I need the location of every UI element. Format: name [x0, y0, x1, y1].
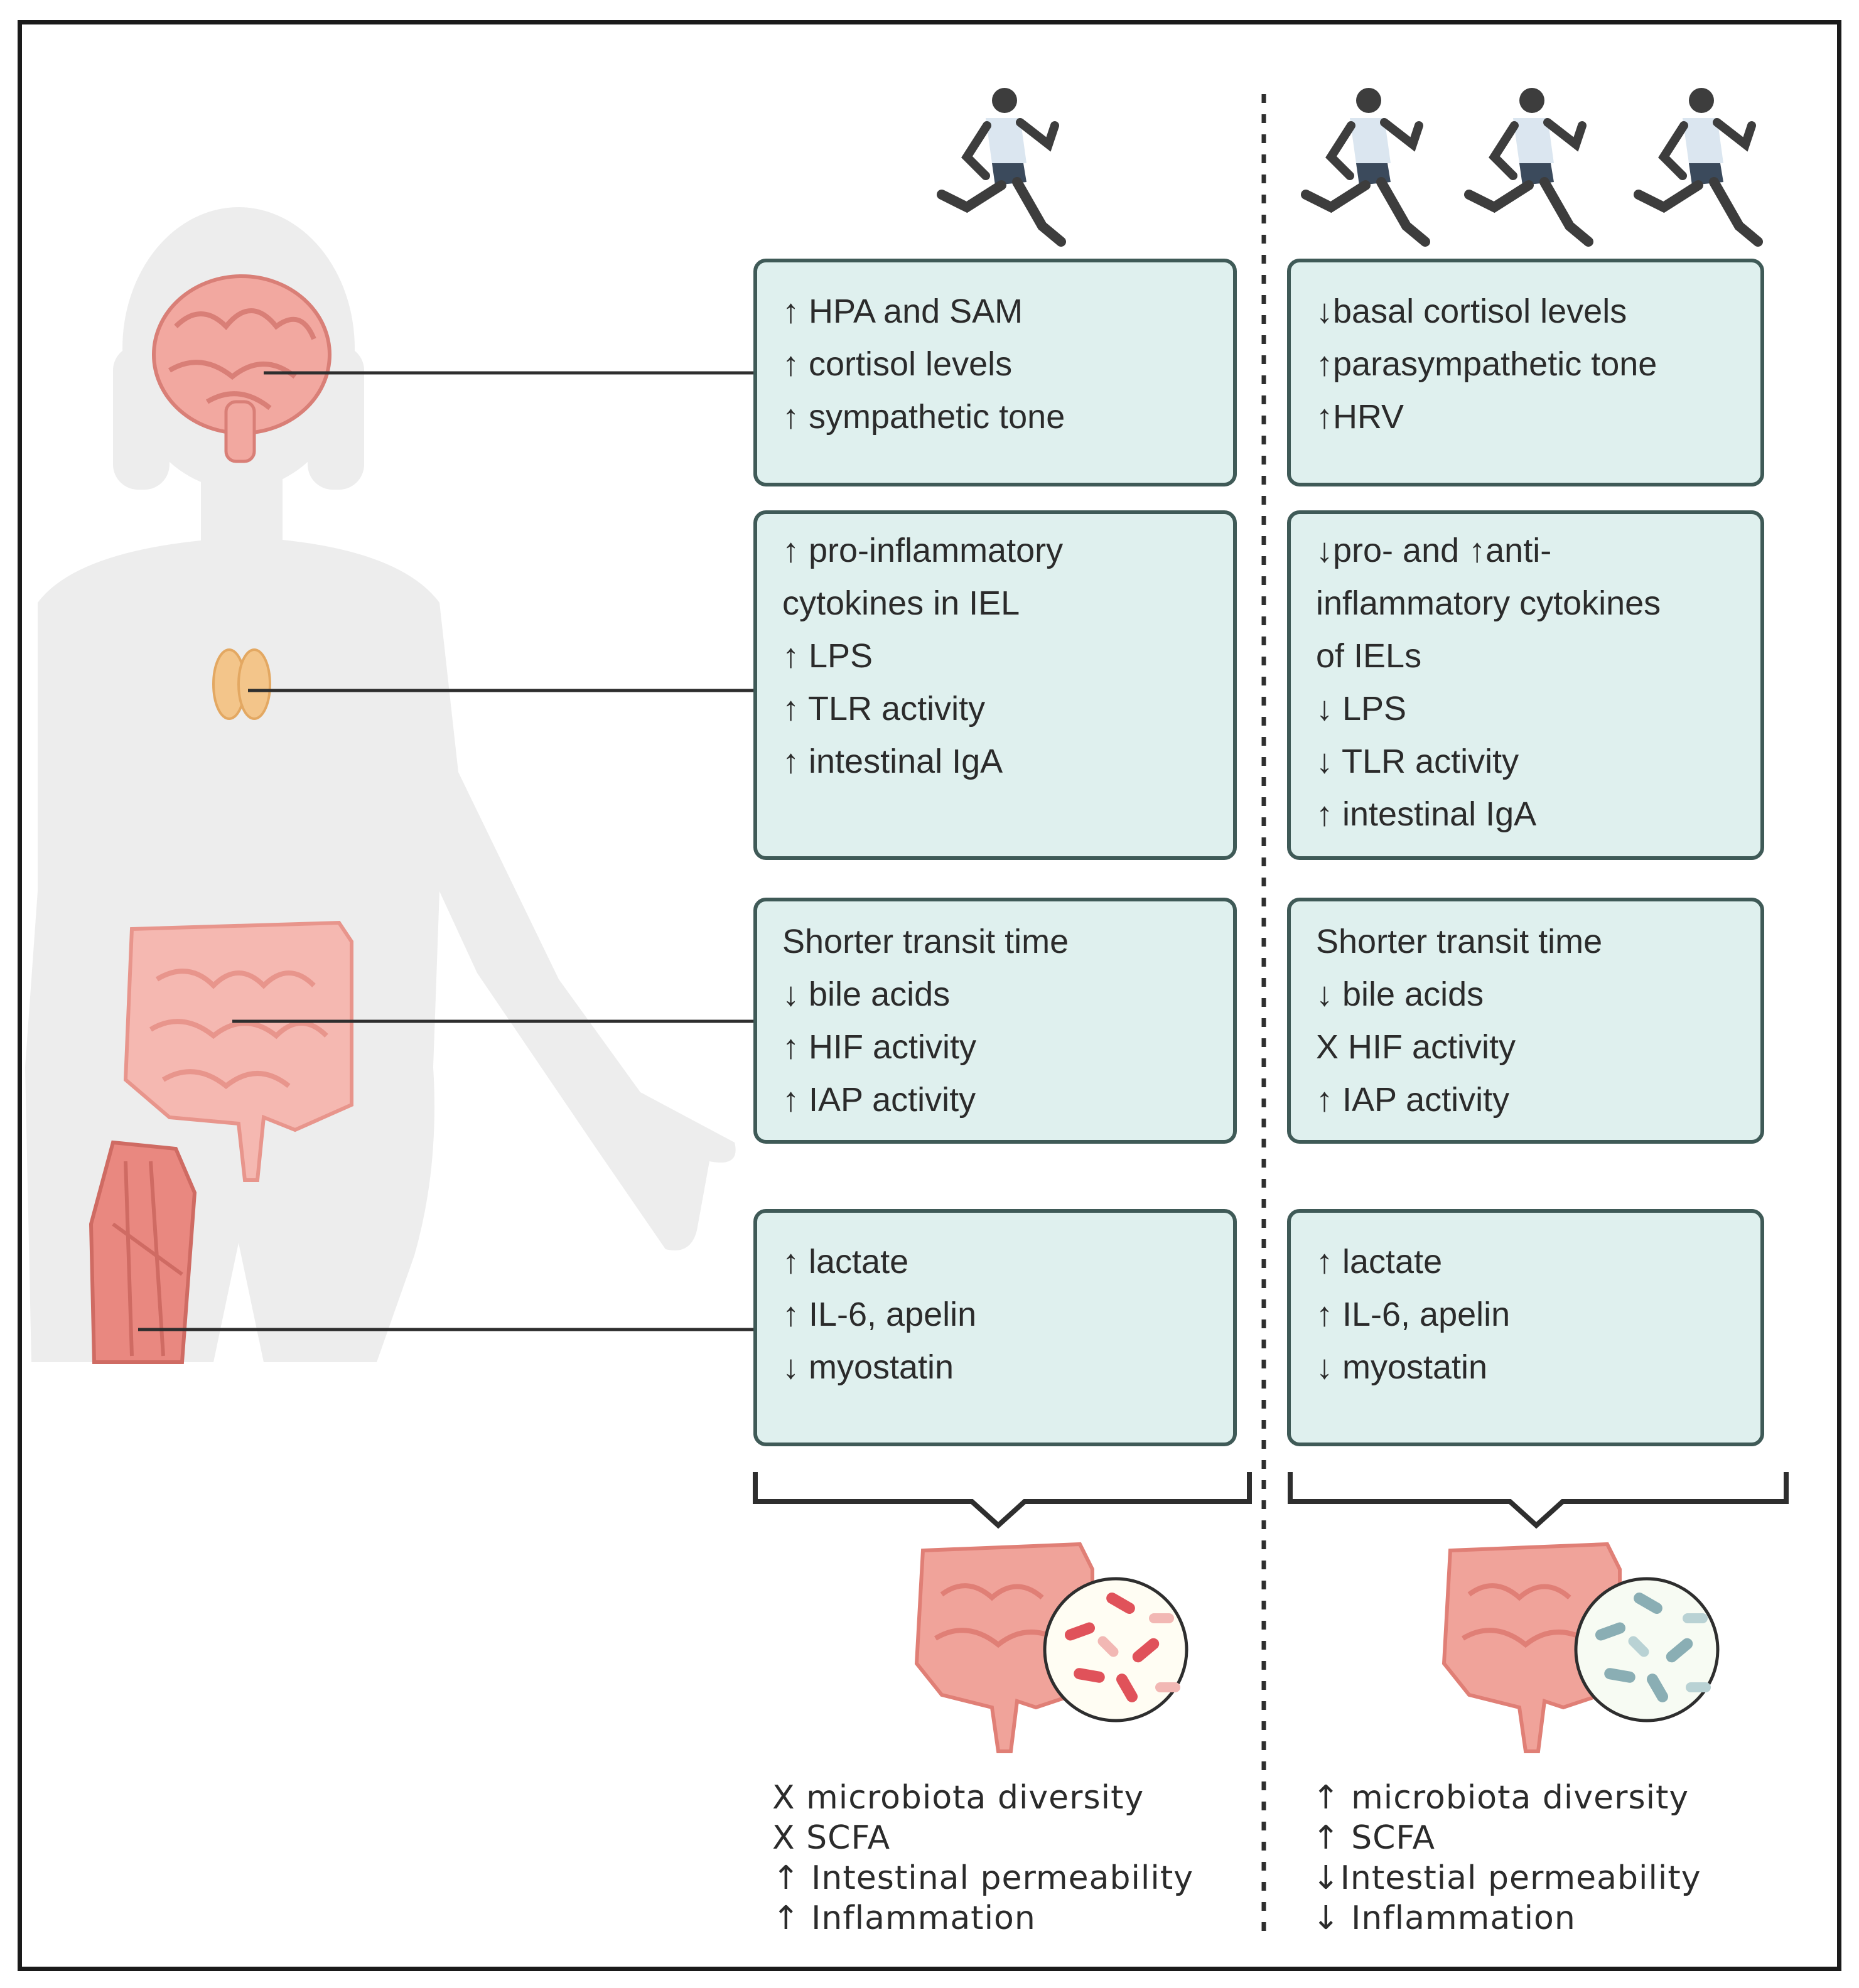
box-line: ↓ bile acids	[1316, 975, 1484, 1013]
box-line: ↓ bile acids	[782, 975, 951, 1013]
outcome-line: ↓Intestial permeability	[1312, 1859, 1701, 1897]
box-line: ↑ lactate	[1316, 1243, 1443, 1281]
box-line: of IELs	[1316, 637, 1422, 675]
box-line: ↓pro- and ↑anti-	[1316, 532, 1552, 569]
box-line: ↓basal cortisol levels	[1316, 293, 1627, 330]
box-line: ↑ intestinal IgA	[1316, 795, 1537, 833]
thyroid-icon	[212, 648, 271, 720]
right-box-brain: ↓basal cortisol levels ↑parasympathetic …	[1287, 259, 1764, 486]
box-line: ↓ LPS	[1316, 690, 1407, 728]
outcome-line: ↑ SCFA	[1312, 1819, 1436, 1857]
outcome-line: X SCFA	[772, 1819, 891, 1857]
brain-icon	[152, 274, 331, 463]
right-bracket	[1288, 1472, 1789, 1529]
left-box-gut: Shorter transit time ↓ bile acids ↑ HIF …	[753, 898, 1237, 1144]
connector-lines	[138, 371, 753, 1331]
box-line: X HIF activity	[1316, 1028, 1516, 1066]
box-line: ↓ myostatin	[1316, 1348, 1488, 1386]
left-box-brain: ↑ HPA and SAM ↑ cortisol levels ↑ sympat…	[753, 259, 1237, 486]
box-line: ↑ sympathetic tone	[782, 398, 1065, 436]
runner-icon	[1634, 88, 1763, 247]
box-line: Shorter transit time	[782, 923, 1069, 960]
right-box-gut: Shorter transit time ↓ bile acids X HIF …	[1287, 898, 1764, 1144]
right-box-immune: ↓pro- and ↑anti- inflammatory cytokines …	[1287, 510, 1764, 860]
box-line: inflammatory cytokines	[1316, 584, 1661, 622]
box-line: ↑ IL-6, apelin	[782, 1296, 977, 1333]
box-line: ↑ IAP activity	[782, 1081, 976, 1119]
thigh-muscle-icon	[89, 1140, 197, 1364]
left-box-immune: ↑ pro-inflammatory cytokines in IEL ↑ LP…	[753, 510, 1237, 860]
box-line: ↑parasympathetic tone	[1316, 345, 1657, 383]
left-outcome: X microbiota diversity X SCFA ↑ Intestin…	[772, 1778, 1194, 1938]
runner-icon	[937, 88, 1066, 247]
box-line: ↓ TLR activity	[1316, 743, 1519, 780]
box-line: ↑ lactate	[782, 1243, 909, 1281]
microbiome-magnifier-icon	[1441, 1542, 1720, 1753]
box-line: ↑HRV	[1316, 398, 1404, 436]
box-line: ↑ cortisol levels	[782, 345, 1013, 383]
left-box-muscle: ↑ lactate ↑ IL-6, apelin ↓ myostatin	[753, 1209, 1237, 1446]
box-line: ↑ intestinal IgA	[782, 743, 1003, 780]
left-bracket	[753, 1472, 1252, 1529]
box-line: ↑ HPA and SAM	[782, 293, 1023, 330]
microbiome-magnifier-icon	[914, 1542, 1188, 1753]
outcome-line: ↑ microbiota diversity	[1312, 1779, 1689, 1817]
runner-icon	[1464, 88, 1593, 247]
outcome-line: ↑ Intestinal permeability	[772, 1859, 1194, 1897]
outcome-line: ↑ Inflammation	[772, 1899, 1036, 1937]
outcome-line: ↓ Inflammation	[1312, 1899, 1576, 1937]
box-line: ↑ LPS	[782, 637, 873, 675]
runner-icon	[1301, 88, 1430, 247]
box-line: ↓ myostatin	[782, 1348, 954, 1386]
right-outcome: ↑ microbiota diversity ↑ SCFA ↓Intestial…	[1312, 1778, 1701, 1938]
outcome-line: X microbiota diversity	[772, 1779, 1145, 1817]
box-line: cytokines in IEL	[782, 584, 1020, 622]
box-line: ↑ TLR activity	[782, 690, 986, 728]
intestine-icon	[123, 920, 353, 1182]
box-line: ↑ IAP activity	[1316, 1081, 1510, 1119]
box-line: ↑ IL-6, apelin	[1316, 1296, 1511, 1333]
figure-frame	[18, 20, 1841, 1971]
box-line: ↑ pro-inflammatory	[782, 532, 1064, 569]
box-line: Shorter transit time	[1316, 923, 1603, 960]
box-line: ↑ HIF activity	[782, 1028, 977, 1066]
right-box-muscle: ↑ lactate ↑ IL-6, apelin ↓ myostatin	[1287, 1209, 1764, 1446]
